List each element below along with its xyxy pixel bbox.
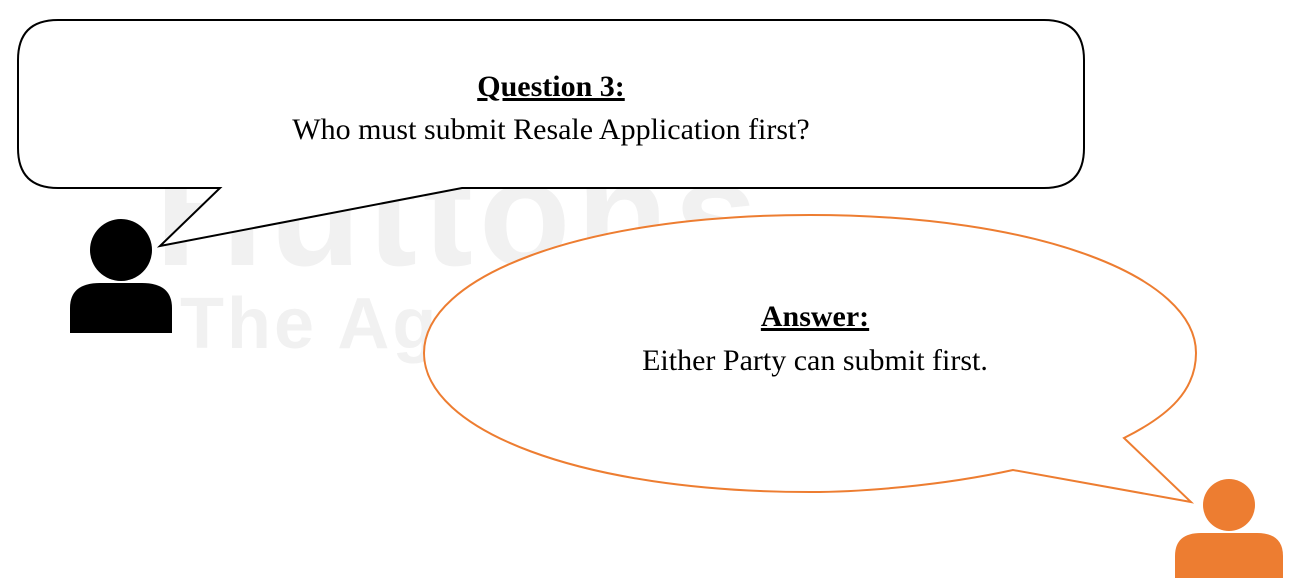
question-text: Who must submit Resale Application first…	[292, 113, 809, 146]
question-heading: Question 3:	[477, 70, 625, 103]
question-bubble	[17, 19, 1085, 248]
answer-heading: Answer:	[761, 300, 869, 333]
answer-bubble	[422, 213, 1198, 504]
answer-text: Either Party can submit first.	[642, 344, 988, 377]
asker-person-icon	[70, 219, 172, 333]
answerer-person-icon	[1175, 479, 1283, 578]
